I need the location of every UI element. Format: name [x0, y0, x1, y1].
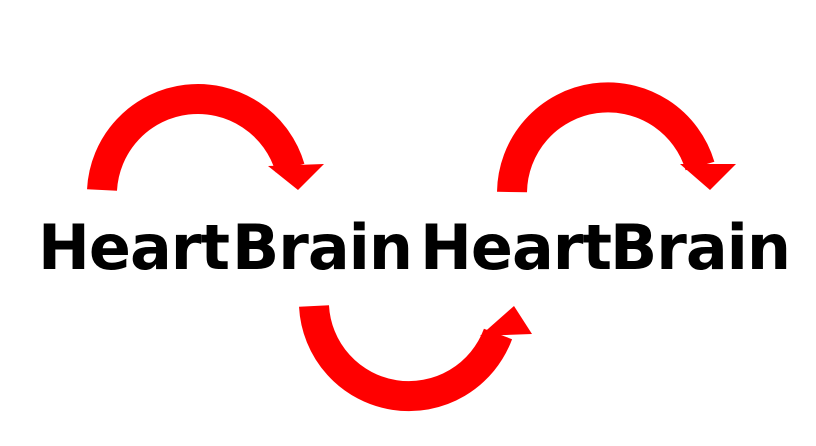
- word-brain-2: Brain: [610, 211, 791, 284]
- arrow-heart-to-brain-top-2: [497, 82, 736, 193]
- word-heart-1: Heart: [38, 211, 230, 284]
- arrow-heart-to-brain-top-1: [87, 83, 324, 192]
- arrow-brain-to-heart-bottom: [299, 304, 532, 412]
- word-brain-1: Brain: [232, 211, 413, 284]
- word-heart-2: Heart: [420, 211, 612, 284]
